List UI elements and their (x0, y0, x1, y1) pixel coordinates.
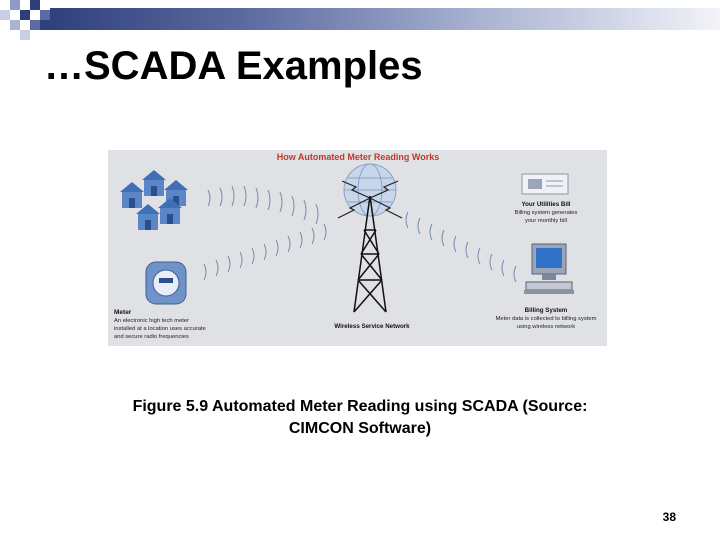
tower-icon (353, 195, 387, 313)
billing-desc-line1: Meter data is collected to billing syste… (496, 316, 597, 322)
houses-icon (120, 170, 188, 230)
meter-desc-line3: and secure radio frequencies (114, 334, 189, 340)
signal-waves-billing (405, 211, 517, 283)
bill-title: Your Utilities Bill (521, 201, 570, 208)
page-number: 38 (662, 510, 676, 524)
lightning-icon (337, 180, 403, 219)
signal-waves-meter (203, 223, 327, 281)
title-band (0, 0, 720, 40)
figure-heading: How Automated Meter Reading Works (277, 152, 440, 162)
title-band-gradient (40, 8, 720, 30)
network-label: Wireless Service Network (334, 323, 410, 330)
computer-icon (524, 243, 574, 294)
bill-desc-line1: Billing system generates (515, 210, 578, 216)
billing-title: Billing System (525, 307, 568, 314)
meter-title: Meter (114, 309, 132, 316)
meter-desc-line2: installed at a location uses accurate (114, 326, 206, 332)
checker-decoration (0, 0, 50, 40)
page-title: …SCADA Examples (44, 44, 423, 88)
amr-illustration: How Automated Meter Reading Works (108, 150, 607, 346)
meter-icon (145, 261, 187, 305)
bill-icon (521, 173, 569, 195)
caption-line-2: CIMCON Software) (288, 420, 432, 437)
signal-waves-houses (207, 185, 319, 225)
bill-desc-line2: your monthly bill (525, 218, 567, 224)
meter-desc-line1: An electronic high tech meter (114, 318, 189, 324)
figure-caption: Figure 5.9 Automated Meter Reading using… (60, 396, 660, 440)
amr-figure: How Automated Meter Reading Works (108, 150, 607, 346)
caption-line-1: Figure 5.9 Automated Meter Reading using… (132, 398, 588, 415)
billing-desc-line2: using wireless network (517, 324, 575, 330)
